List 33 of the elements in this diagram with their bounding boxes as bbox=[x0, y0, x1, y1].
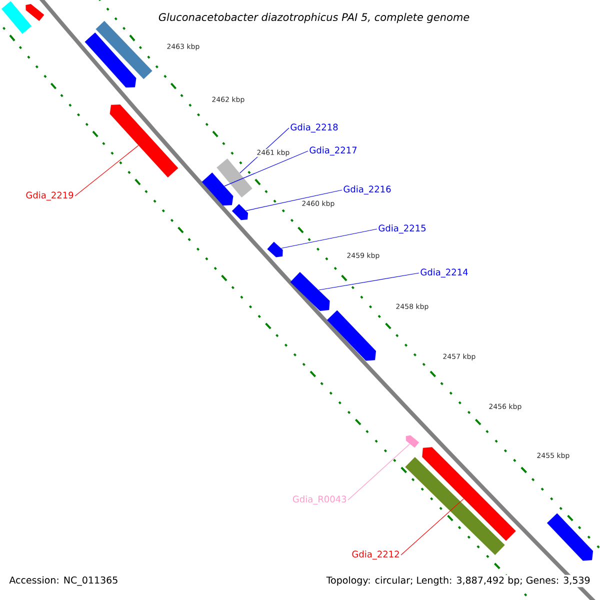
gene-label: Gdia_R0043 bbox=[292, 496, 346, 504]
gene-bar bbox=[202, 172, 234, 206]
gene-label: Gdia_2212 bbox=[352, 550, 399, 560]
title: Gluconacetobacter diazotrophicus PAI 5, complete genome bbox=[157, 12, 471, 24]
gene-label: Gdia_2217 bbox=[310, 146, 357, 156]
gene-bar bbox=[546, 513, 594, 561]
footer-text: Accession: NC_011365 bbox=[9, 576, 118, 586]
gene-bar bbox=[1, 1, 32, 34]
gene-bar bbox=[26, 4, 44, 22]
leader-line bbox=[318, 272, 420, 290]
gene-bar bbox=[110, 104, 178, 178]
leader-line bbox=[74, 145, 139, 196]
gene-bar bbox=[216, 158, 252, 198]
gene-label: Gdia_2218 bbox=[290, 124, 338, 132]
footer-text: Topology: circular; Length: 3,887,492 bp; Genes: 3,539 bbox=[324, 574, 592, 588]
gene-bar bbox=[267, 242, 283, 258]
leader-line bbox=[348, 444, 410, 500]
gene-bar bbox=[405, 456, 505, 556]
gene-label: Gdia_2216 bbox=[344, 186, 391, 194]
leader-line bbox=[246, 190, 342, 211]
gene-bar bbox=[326, 310, 376, 361]
leader-line bbox=[224, 150, 308, 186]
gene-bar bbox=[290, 272, 330, 311]
gene-label: Gdia_2215 bbox=[378, 224, 426, 234]
gene-bar bbox=[406, 435, 420, 448]
leader-line bbox=[400, 498, 464, 556]
gene-bar bbox=[232, 204, 248, 220]
gene-label: Gdia_2219 bbox=[26, 192, 74, 200]
gene-bar bbox=[84, 32, 136, 88]
gene-label: Gdia_2214 bbox=[420, 268, 468, 278]
leader-line bbox=[281, 228, 378, 249]
gene-bar bbox=[96, 20, 152, 80]
gene-bar bbox=[422, 447, 516, 541]
